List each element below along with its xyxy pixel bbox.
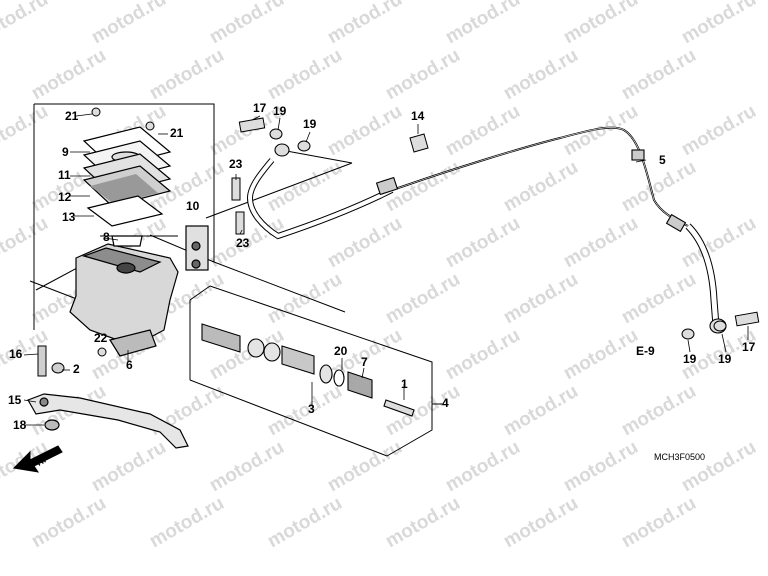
callout: 13: [62, 210, 76, 224]
callout: 15: [8, 393, 22, 407]
leader-lines: [23, 113, 749, 426]
callout: 1: [401, 377, 408, 391]
callout: 20: [334, 344, 348, 358]
callout: 16: [9, 347, 23, 361]
callout: 17: [253, 101, 267, 115]
callout: 22: [94, 331, 108, 345]
callout: 17: [742, 340, 756, 354]
diagram-code: MCH3F0500: [654, 452, 706, 462]
callout: 11: [58, 168, 71, 182]
callout: 9: [62, 145, 69, 159]
reference-e9: E-9: [636, 344, 655, 358]
callout: 19: [273, 104, 287, 118]
callout: 21: [65, 109, 79, 123]
callout: 4: [442, 396, 449, 410]
callout: 19: [683, 352, 697, 366]
callout: 10: [186, 199, 200, 213]
callout: 19: [718, 352, 732, 366]
callout: 6: [126, 358, 133, 372]
callout: 12: [58, 190, 72, 204]
callout: 14: [411, 109, 425, 123]
front-arrow: [12, 445, 63, 473]
callout: 3: [308, 402, 315, 416]
piston-set: [201, 323, 415, 417]
callout: 23: [229, 157, 243, 171]
callout: 7: [361, 355, 368, 369]
callout: 5: [659, 153, 666, 167]
clutch-hose: [246, 126, 727, 334]
pivot-bolt: [37, 345, 65, 377]
callout: 2: [73, 362, 80, 376]
bolts-washers: [91, 107, 760, 357]
callout: 18: [13, 418, 27, 432]
clutch-lever: [27, 393, 189, 449]
callout: 21: [170, 126, 184, 140]
callout: 8: [103, 230, 110, 244]
master-cylinder-body: [69, 225, 209, 357]
reservoir-cap-assembly: [82, 126, 172, 227]
callout: 23: [236, 236, 250, 250]
callout: 19: [303, 117, 317, 131]
